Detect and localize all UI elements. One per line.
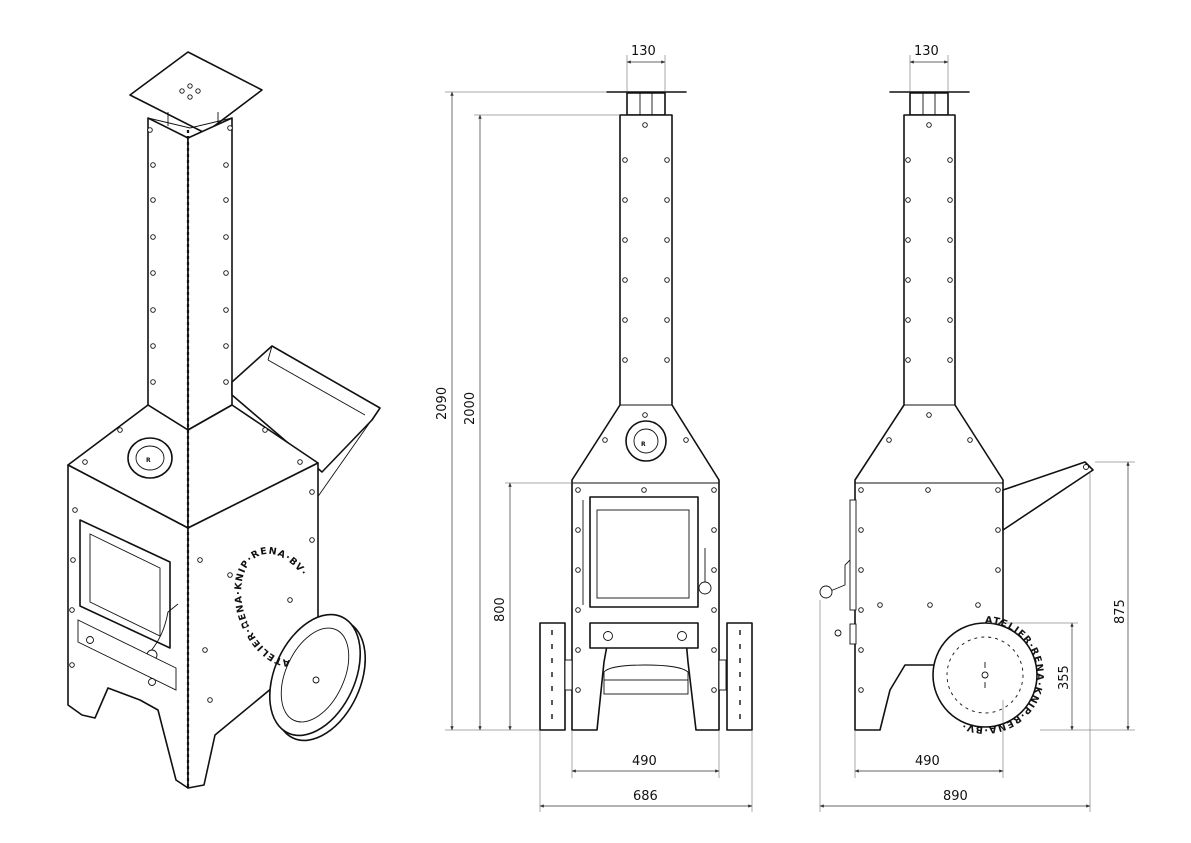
front-cap-collar (626, 92, 666, 116)
front-logo-badge: R (625, 420, 667, 462)
side-view: ATELIER·RENA·KNIP·RENA·BV· (819, 44, 1135, 812)
iso-ash-drawer (77, 619, 177, 691)
dim-side-handle-height: 875 (1113, 599, 1128, 624)
front-logo-letter: R (641, 441, 646, 448)
side-cap-collar (909, 92, 949, 116)
iso-logo-badge: R (127, 437, 173, 479)
isometric-view: R ATELIER·RENA·KNIP·RENA·BV· (67, 51, 381, 789)
iso-logo-letter: R (146, 457, 151, 464)
dim-front-body-width: 490 (632, 754, 657, 769)
dim-front-chimney-width: 130 (631, 44, 656, 59)
side-dimensions: 130 875 355 490 890 (819, 44, 1135, 812)
iso-cap-holes (179, 83, 201, 100)
front-door-glass (596, 509, 690, 599)
dim-side-total-width: 890 (943, 789, 968, 804)
dim-front-total-width: 686 (633, 789, 658, 804)
dim-front-total-height: 2090 (435, 387, 450, 420)
dim-front-firebox-height: 800 (493, 597, 508, 622)
side-handle (1002, 461, 1094, 531)
front-view: R 130 (435, 44, 753, 812)
side-bolts (858, 122, 1001, 693)
dim-front-body-height: 2000 (463, 392, 478, 425)
iso-body-right-face (187, 462, 319, 789)
dim-side-body-width: 490 (915, 754, 940, 769)
side-crank (827, 559, 851, 593)
front-dimensions: 130 2090 2000 800 490 686 (435, 44, 753, 812)
iso-bolts (69, 125, 315, 703)
front-bolts (575, 122, 717, 693)
dim-side-chimney-width: 130 (914, 44, 939, 59)
dim-side-wheel-height: 355 (1057, 665, 1072, 690)
